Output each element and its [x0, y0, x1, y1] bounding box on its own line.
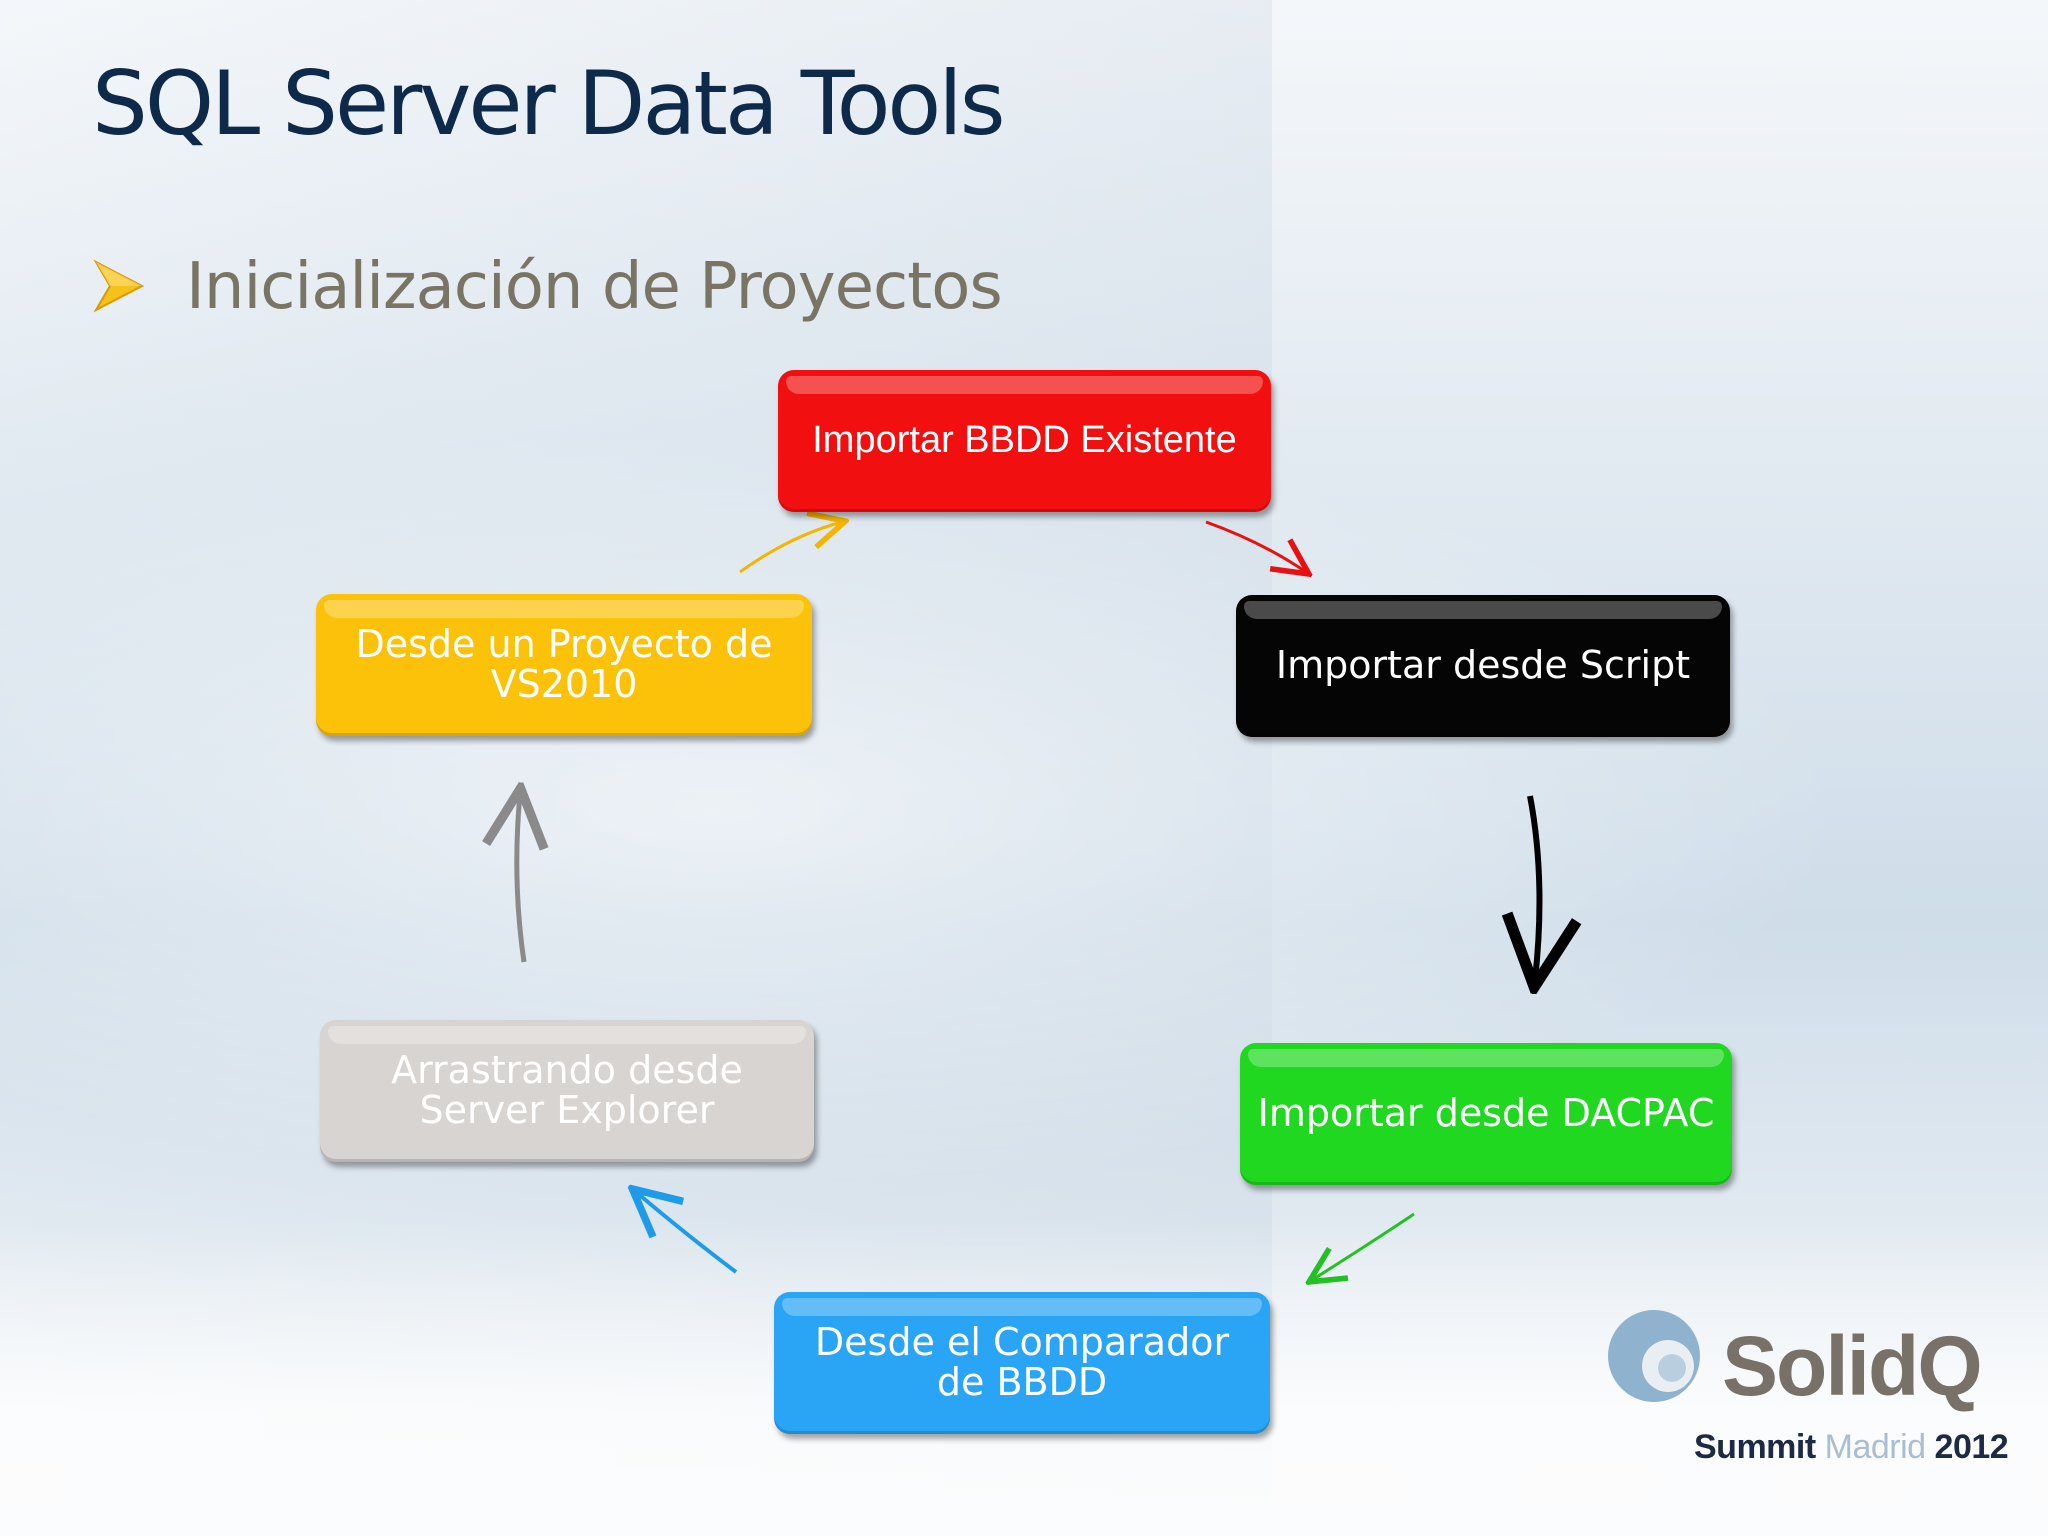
- node-import-dacpac: Importar desde DACPAC: [1240, 1043, 1732, 1185]
- node-schema-compare: Desde el Comparador de BBDD: [774, 1292, 1270, 1434]
- node-label: Importar desde DACPAC: [1257, 1091, 1715, 1136]
- node-vs2010-project: Desde un Proyecto de VS2010: [316, 594, 812, 736]
- node-import-existing: Importar BBDD Existente: [778, 370, 1271, 512]
- edge-script-to-dacpac: [1530, 795, 1539, 980]
- bullet-text: Inicialización de Proyectos: [186, 250, 1003, 324]
- node-import-script: Importar desde Script: [1236, 595, 1730, 737]
- edge-dacpac-to-compare: [1312, 1212, 1415, 1280]
- node-label: Arrastrando desde Server Explorer: [391, 1048, 743, 1132]
- event-word-madrid: Madrid: [1824, 1428, 1926, 1466]
- event-word-summit: Summit: [1694, 1428, 1816, 1466]
- node-server-explorer: Arrastrando desde Server Explorer: [320, 1020, 814, 1162]
- edge-existing-to-script: [1205, 520, 1306, 572]
- slide-title: SQL Server Data Tools: [92, 52, 1006, 155]
- brand-logo-text: SolidQ: [1722, 1319, 1983, 1413]
- edge-vs2010-to-existing: [739, 522, 842, 574]
- solidq-logo-icon: [1608, 1310, 1700, 1402]
- node-label: Desde un Proyecto de VS2010: [355, 622, 773, 706]
- node-label: Importar desde Script: [1275, 643, 1691, 688]
- edge-compare-to-explorer: [636, 1192, 738, 1274]
- edge-explorer-to-vs2010: [517, 794, 524, 963]
- node-label: Desde el Comparador de BBDD: [814, 1320, 1230, 1404]
- node-label: Importar BBDD Existente: [812, 419, 1237, 462]
- event-label: Summit Madrid 2012: [1694, 1428, 2009, 1467]
- event-word-year: 2012: [1934, 1428, 2009, 1466]
- arrow-bullet-icon: [93, 259, 144, 313]
